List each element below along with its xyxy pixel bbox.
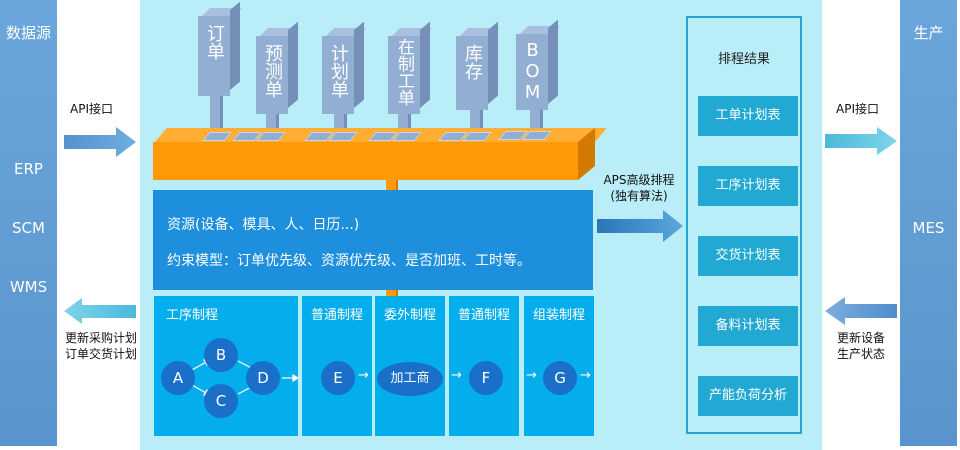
process-title: 委外制程 [383, 308, 436, 323]
pillar-post [530, 110, 543, 132]
process-title: 工序制程 [166, 308, 219, 323]
left-update-label: 更新采购计划 订单交货计划 [60, 330, 142, 362]
arrow-right-icon: → [451, 368, 462, 383]
right-update-line1: 更新设备 [836, 331, 885, 345]
node-c: C [204, 384, 238, 418]
input-pillar-order: 订单 [198, 16, 230, 96]
arrow-right-icon: → [580, 368, 591, 383]
schedule-results-panel: 排程结果 工单计划表 工序计划表 交货计划表 备料计划表 产能负荷分析 [686, 16, 802, 434]
input-order-label: 订单 [204, 24, 225, 60]
process-box-outsourced: 委外制程 加工商 [375, 296, 445, 436]
input-inventory-label: 库存 [462, 44, 483, 80]
source-erp: ERP [14, 160, 43, 178]
node-f: F [469, 361, 503, 395]
data-source-panel: 数据源 ERP SCM WMS [0, 0, 57, 446]
node-e: E [321, 361, 355, 395]
node-b: B [204, 338, 238, 372]
aps-arrow-icon [597, 210, 683, 242]
process-title: 组装制程 [532, 308, 585, 323]
input-pillar-forecast: 预测单 [256, 36, 288, 114]
result-work-order-plan[interactable]: 工单计划表 [698, 96, 798, 136]
left-arrow-icon [825, 297, 897, 325]
arrow-right-icon: → [358, 368, 369, 383]
node-d: D [246, 361, 280, 395]
resource-constraint-box: 资源(设备、模具、人、日历...) 约束模型：订单优先级、资源优先级、是否加班、… [153, 190, 593, 290]
process-box-normal-1: 普通制程 E → [302, 296, 372, 436]
constraint-line: 约束模型：订单优先级、资源优先级、是否加班、工时等。 [167, 253, 531, 269]
input-forecast-label: 预测单 [262, 44, 283, 98]
input-wip-label: 在制工单 [394, 38, 414, 106]
source-scm: SCM [12, 219, 45, 237]
pillar-post [470, 110, 483, 132]
pillar-post [210, 96, 223, 128]
aps-label: APS高级排程 (独有算法) [597, 172, 681, 204]
data-source-title: 数据源 [5, 24, 51, 42]
left-update-line2: 订单交货计划 [64, 347, 137, 361]
left-api-label: API接口 [70, 102, 113, 116]
right-update-line2: 生产状态 [836, 347, 885, 361]
integration-bar-side [578, 128, 595, 180]
right-update-label: 更新设备 生产状态 [830, 330, 892, 362]
aps-label-line2: (独有算法) [610, 189, 668, 203]
right-api-label: API接口 [836, 102, 879, 116]
left-arrow-icon [64, 298, 136, 324]
node-vendor: 加工商 [377, 362, 443, 396]
integration-bar [153, 142, 578, 180]
arrow-right-icon: → [526, 368, 537, 383]
node-a: A [161, 361, 195, 395]
production-title: 生产 [913, 24, 944, 42]
process-title: 普通制程 [310, 308, 363, 323]
production-mes: MES [912, 219, 945, 237]
input-bom-label: BOM [522, 40, 543, 103]
right-arrow-icon [825, 127, 897, 155]
aps-label-line1: APS高级排程 [603, 173, 675, 187]
process-box-assembly: 组装制程 → G → [524, 296, 594, 436]
process-box-normal-2: 普通制程 → F [449, 296, 519, 436]
input-pillar-wip: 在制工单 [388, 36, 420, 114]
input-pillar-bom: BOM [516, 34, 548, 110]
result-capacity-analysis[interactable]: 产能负荷分析 [698, 376, 798, 416]
resource-line: 资源(设备、模具、人、日历...) [167, 217, 360, 233]
input-pillar-inventory: 库存 [456, 36, 488, 110]
input-pillar-plan: 计划单 [322, 36, 354, 114]
right-arrow-icon [64, 127, 136, 157]
result-material-plan[interactable]: 备料计划表 [698, 306, 798, 346]
result-operation-plan[interactable]: 工序计划表 [698, 166, 798, 206]
node-g: G [543, 361, 577, 395]
production-panel: 生产 MES [900, 0, 957, 446]
source-wms: WMS [9, 278, 48, 296]
process-title: 普通制程 [457, 308, 510, 323]
left-update-line1: 更新采购计划 [64, 331, 137, 345]
results-title: 排程结果 [717, 52, 770, 67]
process-box-routing: 工序制程 A B C D [154, 296, 298, 436]
input-plan-label: 计划单 [328, 44, 349, 98]
result-delivery-plan[interactable]: 交货计划表 [698, 236, 798, 276]
